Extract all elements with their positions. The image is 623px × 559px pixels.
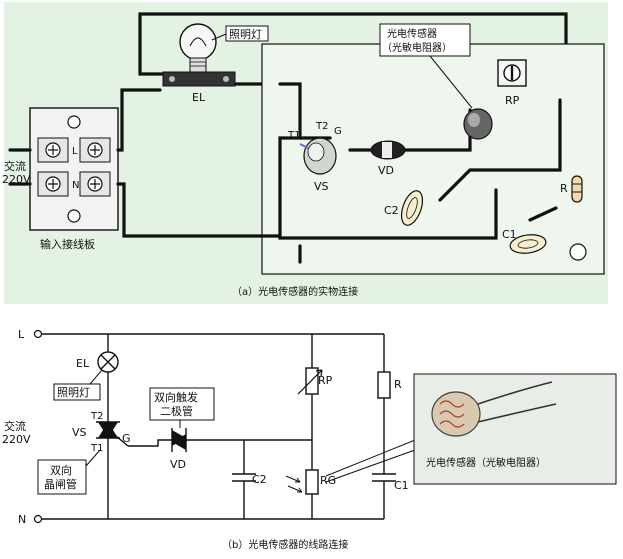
- label-thyristor-line2: 晶闸管: [44, 477, 77, 491]
- label-l-b: L: [18, 328, 25, 341]
- lamp-bulb: [179, 23, 217, 73]
- wire-gate-to-vd: [128, 439, 172, 447]
- resistor-r-component: [571, 175, 583, 203]
- label-c1-a: C1: [502, 228, 517, 241]
- potentiometer-rp: [497, 59, 527, 87]
- lamp-socket: [162, 71, 236, 87]
- label-terminal-board: 输入接线板: [40, 237, 95, 251]
- lamp-el-symbol: [97, 351, 119, 373]
- label-c2-b: C2: [252, 473, 267, 486]
- caption-b: （b）光电传感器的线路连接: [222, 538, 348, 551]
- circuit-board: [261, 43, 605, 275]
- panel-a: EL 照明灯 光电传感器 （光敏电阻器） RP T1 T2 G: [2, 2, 608, 304]
- socket-screw-right: [223, 76, 229, 82]
- lamp-left-wire: [138, 62, 172, 76]
- thyristor-label-box: [37, 459, 87, 495]
- label-t1-b: T1: [90, 443, 103, 454]
- photoresistor-rg-symbol: [285, 469, 319, 495]
- panel-b: L N 交流 220V EL 照明灯 T2 VS G T1 双向 晶: [2, 328, 617, 551]
- lamp-label-box: [225, 25, 269, 42]
- label-ac-b-line2: 220V: [2, 433, 31, 446]
- terminal-n-node: [33, 514, 43, 524]
- terminal-n-out-wire: [116, 182, 282, 238]
- label-thyristor-line1: 双向: [50, 463, 72, 477]
- label-r-b: R: [394, 378, 402, 391]
- label-r-a: R: [560, 182, 568, 195]
- terminal-l-out-wire: [116, 116, 124, 152]
- label-sensor-line2: （光敏电阻器）: [382, 41, 452, 54]
- caption-a: （a）光电传感器的实物连接: [232, 285, 358, 298]
- capacitor-c1-component: [509, 234, 547, 254]
- label-g-b: G: [122, 432, 131, 445]
- label-ac-b-line1: 交流: [4, 419, 26, 433]
- label-t2-a: T2: [315, 121, 328, 132]
- lamp-label-leader: [211, 33, 227, 41]
- lamp-label-leader-b: [89, 369, 103, 385]
- capacitor-c1-symbol: [372, 473, 396, 482]
- label-ac-a-line2: 220V: [2, 173, 31, 186]
- board-mounting-hole: [569, 243, 587, 261]
- label-el-b: EL: [76, 357, 90, 370]
- sensor-label-leader: [429, 55, 473, 109]
- label-vd-b: VD: [170, 458, 186, 471]
- thyristor-label-leader: [85, 449, 101, 467]
- capacitor-c2-component: [400, 190, 424, 226]
- label-n-b: N: [18, 513, 26, 526]
- label-diac-line2: 二极管: [160, 404, 193, 418]
- label-vs-b: VS: [72, 426, 87, 439]
- trace-c1: [528, 206, 558, 222]
- label-c1-b: C1: [394, 479, 409, 492]
- label-rg-b: RG: [320, 474, 336, 487]
- label-c2-a: C2: [384, 204, 399, 217]
- label-sensor-line1: 光电传感器: [387, 27, 437, 40]
- terminal-to-lamp-wire: [120, 88, 162, 120]
- label-rp-a: RP: [505, 94, 520, 107]
- label-t1-a: T1: [287, 130, 300, 141]
- terminal-l-node: [33, 329, 43, 339]
- thyristor-vs-component: [299, 137, 337, 175]
- diac-vd-component: [370, 140, 406, 160]
- potentiometer-rp-symbol: [297, 367, 323, 395]
- rg-inset-leader-1: [325, 437, 421, 477]
- resistor-r-symbol: [377, 371, 391, 399]
- photoresistor-component: [463, 108, 493, 140]
- label-vs-a: VS: [314, 180, 329, 193]
- label-terminal-l: L: [72, 146, 78, 157]
- terminal-board: [29, 107, 119, 231]
- label-g-a: G: [334, 126, 342, 137]
- label-el-a: EL: [192, 91, 206, 104]
- label-lamp-b: 照明灯: [57, 386, 90, 399]
- trace-main: [278, 82, 498, 240]
- socket-screw-left: [169, 76, 175, 82]
- label-t2-b: T2: [90, 411, 103, 422]
- trace-right: [438, 98, 562, 202]
- diac-label-box: [149, 387, 215, 421]
- label-lamp-a: 照明灯: [229, 28, 262, 41]
- label-vd-a: VD: [378, 164, 394, 177]
- label-terminal-n: N: [72, 180, 79, 191]
- label-inset: 光电传感器（光敏电阻器）: [426, 456, 546, 469]
- label-ac-a-line1: 交流: [4, 159, 26, 173]
- label-rp-b: RP: [318, 374, 333, 387]
- sensor-label-box: [379, 23, 471, 57]
- lamp-label-box-b: [53, 383, 101, 401]
- triac-vs-symbol: [96, 421, 129, 447]
- diac-vd-symbol: [171, 428, 187, 452]
- label-diac-line1: 双向触发: [154, 390, 198, 404]
- rg-inset-leader-2: [325, 445, 427, 483]
- photoresistor-photo: [431, 381, 557, 437]
